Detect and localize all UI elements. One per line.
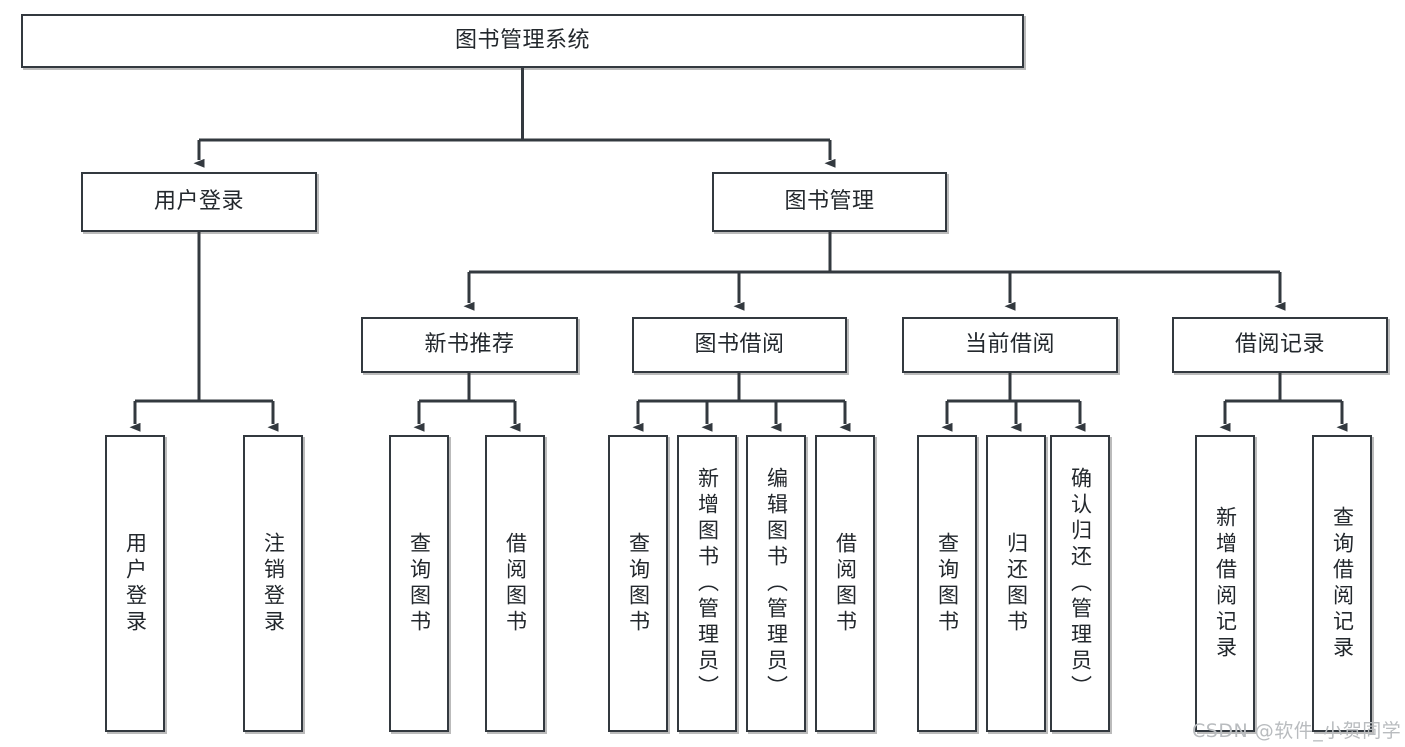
node-leaf-query-book-3[interactable]: 查询图书 <box>917 435 977 732</box>
node-book-management[interactable]: 图书管理 <box>712 172 947 232</box>
node-leaf-query-borrow-record[interactable]: 查询借阅记录 <box>1312 435 1372 732</box>
node-label: 图书管理 <box>784 189 875 215</box>
node-label: 图书借阅 <box>694 332 785 358</box>
node-label: 当前借阅 <box>964 332 1055 358</box>
node-leaf-edit-book-admin[interactable]: 编辑图书（管理员） <box>746 435 806 732</box>
csdn-watermark: CSDN @软件_小贺同学 <box>1192 720 1402 742</box>
node-label: 查询借阅记录 <box>1330 505 1355 662</box>
node-leaf-confirm-return-admin[interactable]: 确认归还（管理员） <box>1050 435 1110 732</box>
node-label: 查询图书 <box>626 531 651 636</box>
node-leaf-logout[interactable]: 注销登录 <box>243 435 303 732</box>
node-label: 确认归还（管理员） <box>1068 466 1093 701</box>
node-label: 借阅图书 <box>833 531 858 636</box>
node-leaf-query-book-2[interactable]: 查询图书 <box>608 435 668 732</box>
node-label: 借阅记录 <box>1234 332 1325 358</box>
node-label: 新增图书（管理员） <box>695 466 720 701</box>
node-label: 借阅图书 <box>503 531 528 636</box>
node-label: 查询图书 <box>407 531 432 636</box>
node-leaf-add-book-admin[interactable]: 新增图书（管理员） <box>677 435 737 732</box>
node-label: 注销登录 <box>261 531 286 636</box>
node-book-borrow[interactable]: 图书借阅 <box>632 317 847 373</box>
node-label: 归还图书 <box>1004 531 1029 636</box>
node-leaf-borrow-book-2[interactable]: 借阅图书 <box>815 435 875 732</box>
node-label: 用户登录 <box>123 531 148 636</box>
node-leaf-borrow-book-1[interactable]: 借阅图书 <box>485 435 545 732</box>
node-leaf-user-login[interactable]: 用户登录 <box>105 435 165 732</box>
node-label: 查询图书 <box>935 531 960 636</box>
node-leaf-return-book[interactable]: 归还图书 <box>986 435 1046 732</box>
node-leaf-query-book-1[interactable]: 查询图书 <box>389 435 449 732</box>
node-book-management-system[interactable]: 图书管理系统 <box>21 14 1024 68</box>
node-user-login[interactable]: 用户登录 <box>81 172 317 232</box>
node-label: 图书管理系统 <box>454 28 590 54</box>
node-borrow-record[interactable]: 借阅记录 <box>1172 317 1388 373</box>
node-new-book-recommendation[interactable]: 新书推荐 <box>361 317 578 373</box>
node-current-borrow[interactable]: 当前借阅 <box>902 317 1118 373</box>
node-label: 新书推荐 <box>424 332 515 358</box>
node-label: 用户登录 <box>153 189 244 215</box>
node-label: 新增借阅记录 <box>1213 505 1238 662</box>
node-label: 编辑图书（管理员） <box>764 466 789 701</box>
node-leaf-add-borrow-record[interactable]: 新增借阅记录 <box>1195 435 1255 732</box>
